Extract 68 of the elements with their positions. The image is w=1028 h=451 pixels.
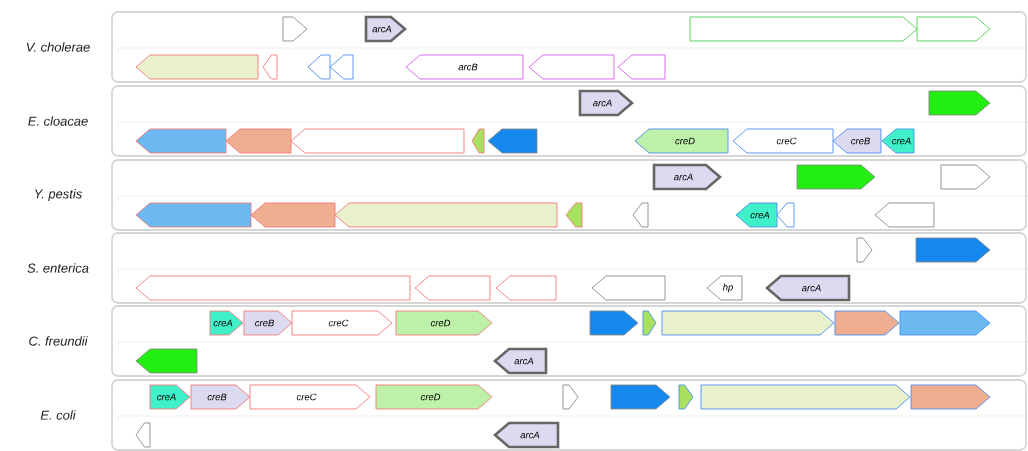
gene-block: creB bbox=[832, 128, 882, 154]
gene-block bbox=[642, 310, 657, 336]
gene-block bbox=[262, 54, 278, 80]
gene-block bbox=[307, 54, 331, 80]
species-label: E. coli bbox=[40, 410, 76, 420]
gene-block: creA bbox=[209, 310, 244, 336]
gene-block bbox=[225, 128, 292, 154]
gene-block bbox=[915, 237, 991, 263]
gene-block bbox=[135, 275, 411, 301]
gene-block: creB bbox=[243, 310, 293, 336]
species-label: Y. pestis bbox=[35, 188, 82, 201]
gene-block bbox=[562, 384, 579, 410]
gene-block: creD bbox=[634, 128, 729, 154]
gene-block: creB bbox=[190, 384, 251, 410]
gene-block bbox=[632, 202, 649, 228]
gene-block: hp bbox=[706, 275, 743, 301]
gene-block bbox=[617, 54, 666, 80]
gene-block: creC bbox=[291, 310, 393, 336]
gene-block bbox=[796, 164, 876, 190]
gene-block: arcA bbox=[493, 347, 548, 375]
gene-block: arcA bbox=[364, 15, 407, 43]
gene-block bbox=[874, 202, 935, 228]
gene-block: arcB bbox=[405, 54, 524, 80]
gene-block bbox=[290, 128, 465, 154]
gene-block bbox=[135, 54, 259, 80]
species-label: S. enterica bbox=[27, 263, 89, 273]
gene-block: creA bbox=[149, 384, 191, 410]
gene-block bbox=[928, 90, 991, 116]
gene-block bbox=[565, 202, 583, 228]
gene-block: creA bbox=[735, 202, 778, 228]
gene-block bbox=[471, 128, 485, 154]
gene-block: creA bbox=[881, 128, 915, 154]
gene-block bbox=[661, 310, 835, 336]
species-label: V. cholerae bbox=[26, 42, 90, 52]
gene-block bbox=[700, 384, 911, 410]
gene-block: arcA bbox=[493, 421, 560, 449]
gene-block bbox=[414, 275, 491, 301]
gene-block bbox=[250, 202, 336, 228]
gene-block bbox=[282, 16, 308, 42]
gene-block bbox=[940, 164, 991, 190]
gene-block bbox=[916, 16, 991, 42]
gene-block bbox=[135, 422, 151, 448]
gene-block bbox=[589, 310, 639, 336]
gene-block: creD bbox=[375, 384, 493, 410]
gene-block: creD bbox=[395, 310, 493, 336]
gene-block: creC bbox=[732, 128, 834, 154]
gene-block: arcA bbox=[652, 163, 722, 191]
gene-block bbox=[591, 275, 666, 301]
gene-block bbox=[528, 54, 615, 80]
gene-block bbox=[487, 128, 538, 154]
species-label: E. cloacae bbox=[28, 116, 88, 126]
gene-block bbox=[610, 384, 671, 410]
gene-block bbox=[495, 275, 557, 301]
gene-block bbox=[834, 310, 900, 336]
gene-block bbox=[856, 237, 873, 263]
gene-block: creC bbox=[249, 384, 371, 410]
gene-block bbox=[910, 384, 991, 410]
gene-block bbox=[334, 202, 558, 228]
gene-block bbox=[329, 54, 354, 80]
gene-block: arcA bbox=[578, 89, 634, 117]
gene-block bbox=[776, 202, 795, 228]
gene-block bbox=[678, 384, 694, 410]
species-label: C. freundii bbox=[29, 336, 88, 346]
gene-block bbox=[899, 310, 991, 336]
gene-block bbox=[135, 128, 227, 154]
gene-block: arcA bbox=[765, 274, 851, 302]
gene-block bbox=[135, 348, 198, 374]
gene-block bbox=[135, 202, 252, 228]
